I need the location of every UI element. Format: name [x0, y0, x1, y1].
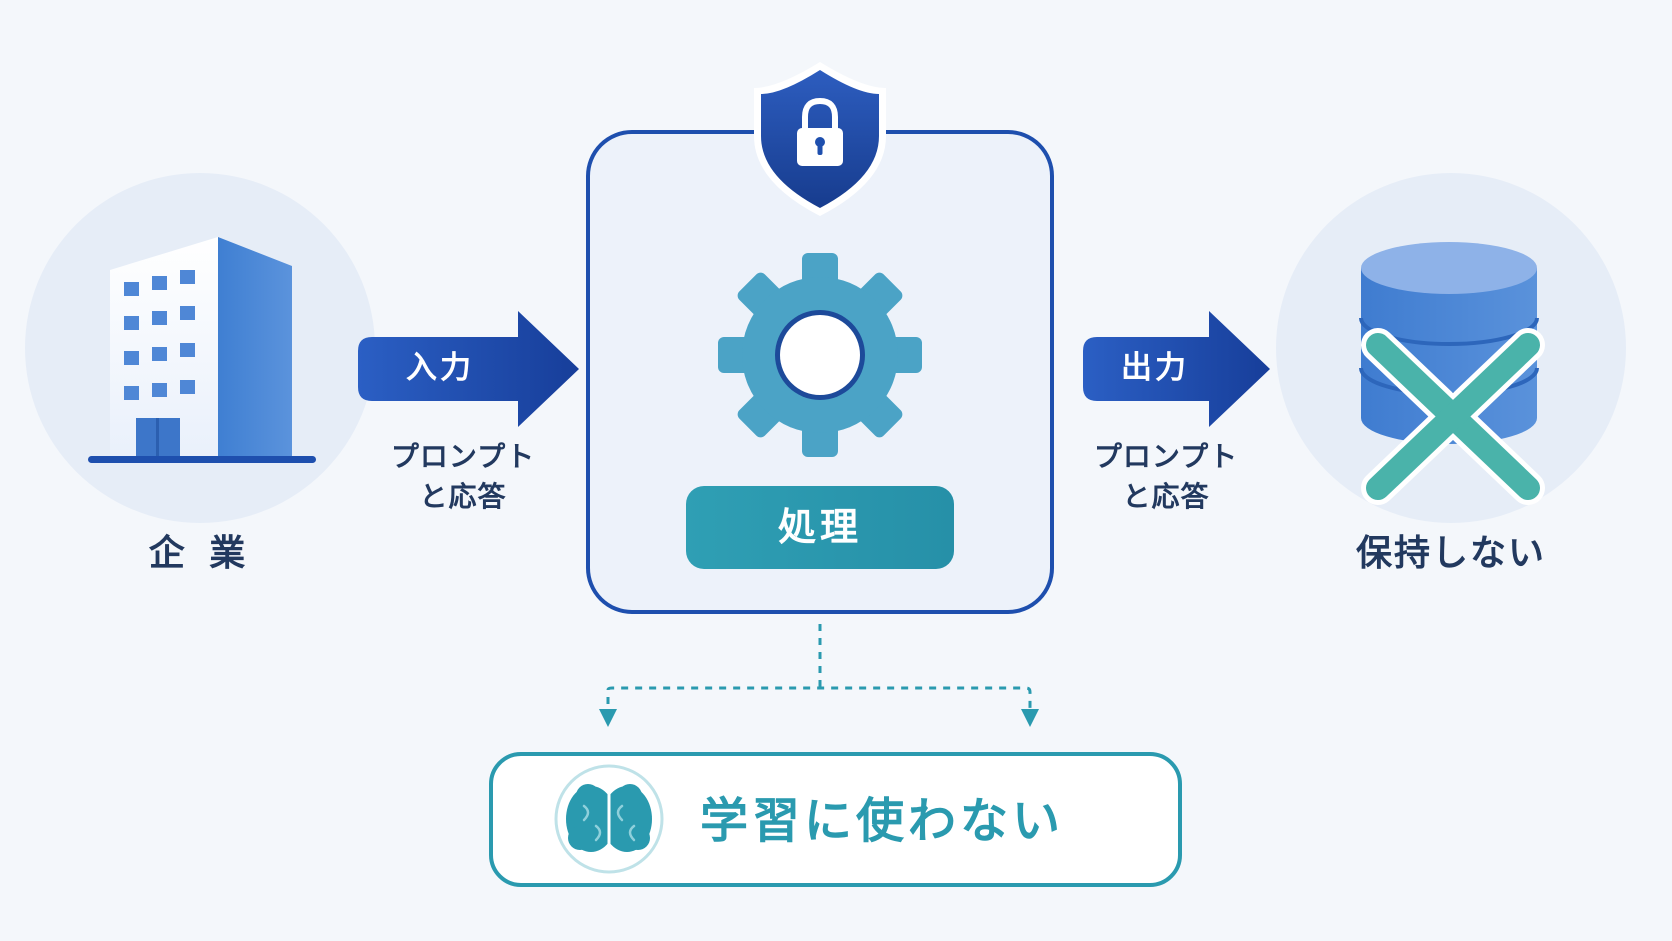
- input-arrow: [358, 311, 579, 427]
- output-sublabel-line-2: と応答: [1122, 480, 1210, 513]
- output-arrow: [1083, 311, 1270, 427]
- process-label: 処理: [777, 505, 862, 549]
- shield-lock-icon: [754, 62, 886, 216]
- database-crossed-icon: [1359, 242, 1545, 505]
- cross-mark-icon: [1361, 328, 1545, 505]
- learning-connector: [599, 624, 1039, 727]
- output-sublabel-line-1: プロンプト: [1093, 440, 1239, 473]
- enterprise-label: 企 業: [148, 533, 252, 574]
- storage-label: 保持しない: [1355, 533, 1546, 574]
- output-arrow-sublabel: プロンプト と応答: [1061, 437, 1271, 517]
- output-arrow-label: 出力: [1121, 350, 1189, 386]
- process-button-bg: [686, 486, 954, 569]
- brain-icon: [554, 764, 664, 874]
- building-icon: [88, 237, 316, 463]
- input-sublabel-line-1: プロンプト: [390, 440, 536, 473]
- learning-box: [489, 752, 1182, 887]
- gear-icon: [718, 253, 922, 457]
- learning-label: 学習に使わない: [700, 793, 1065, 849]
- input-arrow-sublabel: プロンプト と応答: [358, 437, 568, 517]
- input-sublabel-line-2: と応答: [419, 480, 507, 513]
- input-arrow-label: 入力: [406, 350, 474, 386]
